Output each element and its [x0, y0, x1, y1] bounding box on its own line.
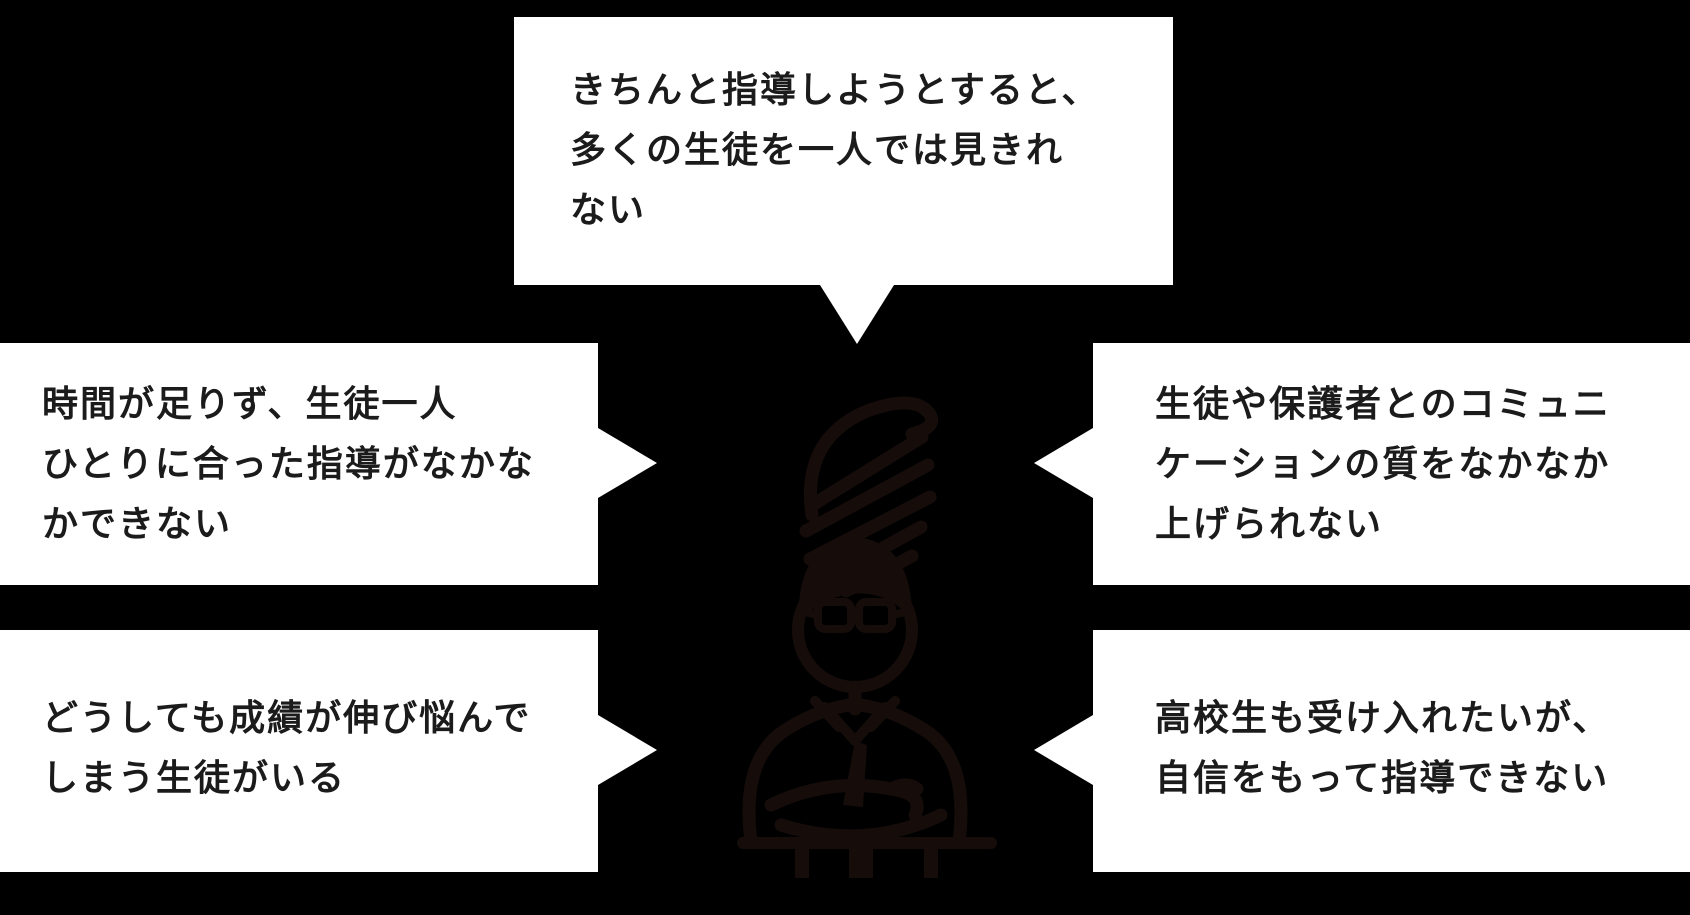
speech-bubble-right-bottom: 高校生も受け入れたいが、 自信をもって指導できない — [1034, 630, 1690, 872]
speech-bubble-right-top: 生徒や保護者とのコミュニ ケーションの質をなかなか 上げられない — [1034, 343, 1690, 585]
bubble-left-top-line-3: かできない — [42, 504, 233, 545]
bubble-top-line-3: ない — [570, 190, 647, 231]
speech-bubble-top: きちんと指導しようとすると、 多くの生徒を一人では見きれ ない — [514, 17, 1173, 344]
bubble-right-bottom-line-2: 自信をもって指導できない — [1155, 758, 1610, 799]
bubble-tail-right-icon — [598, 428, 657, 498]
bubble-tail-left-icon — [1034, 715, 1093, 785]
bubble-tail-down-icon — [820, 285, 894, 344]
worried-teacher-with-scribble-at-desk-icon — [737, 396, 997, 878]
bubble-right-top-line-3: 上げられない — [1155, 504, 1384, 545]
bubble-top-line-2: 多くの生徒を一人では見きれ — [570, 130, 1065, 171]
bubble-left-bottom-line-2: しまう生徒がいる — [42, 758, 347, 799]
bubble-left-bottom-line-1: どうしても成績が伸び悩んで — [42, 698, 532, 739]
bubble-left-top-line-2: ひとりに合った指導がなかな — [42, 444, 535, 485]
bubble-tail-right-icon — [598, 715, 657, 785]
bubble-top-line-1: きちんと指導しようとすると、 — [570, 70, 1100, 111]
bubble-tail-left-icon — [1034, 428, 1093, 498]
speech-bubble-left-bottom: どうしても成績が伸び悩んで しまう生徒がいる — [0, 630, 657, 872]
bubble-left-top-line-1: 時間が足りず、生徒一人 — [42, 384, 458, 425]
bubble-right-top-line-1: 生徒や保護者とのコミュニ — [1155, 384, 1611, 425]
bubble-right-bottom-line-1: 高校生も受け入れたいが、 — [1155, 698, 1611, 739]
bubble-right-top-line-2: ケーションの質をなかなか — [1155, 444, 1611, 485]
speech-bubble-left-top: 時間が足りず、生徒一人 ひとりに合った指導がなかな かできない — [0, 343, 657, 585]
